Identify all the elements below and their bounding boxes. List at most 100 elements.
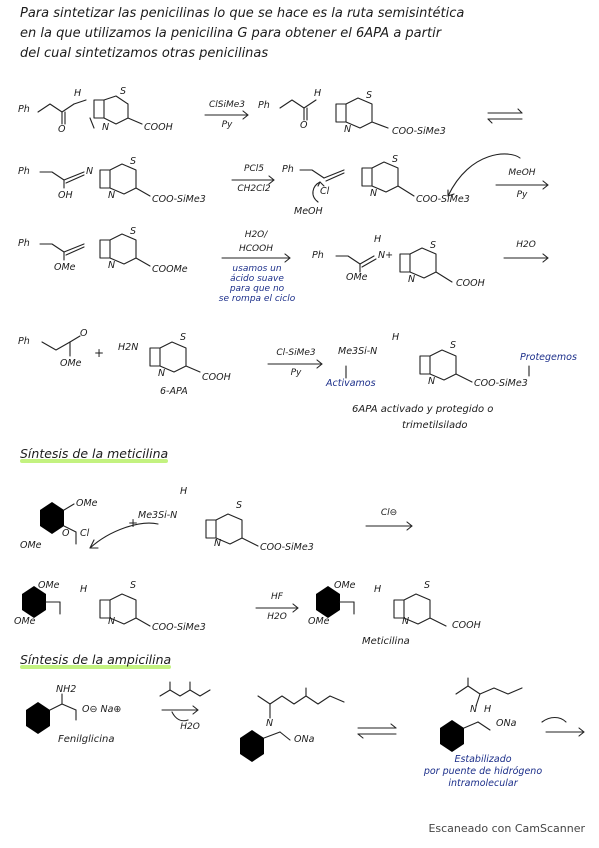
row4-s-right: S <box>450 340 457 351</box>
acetoacetate-reagent-structure <box>159 681 211 697</box>
row4-ester: COO-SiMe3 <box>474 378 528 389</box>
met-prod-s: S <box>130 580 137 591</box>
row1-h-right: H <box>314 88 322 99</box>
row2-reagent2-top: MeOH <box>508 168 536 178</box>
row4-h: H <box>392 332 400 343</box>
protected-meticilina-structure <box>22 586 151 627</box>
row3-n-plus: N+ <box>378 250 394 261</box>
reaction-arrow-5 <box>503 253 549 263</box>
met-prod-h: H <box>80 584 88 595</box>
reaction-arrow-6 <box>267 359 323 369</box>
silyl-apa-met-structure <box>205 513 259 547</box>
row4-n: N <box>158 368 166 379</box>
row3-ph-left: Ph <box>18 238 30 249</box>
row4-ph: Ph <box>18 336 30 347</box>
row4-plus: + <box>94 346 105 360</box>
met-reagent2-top: HF <box>271 592 283 602</box>
row4-o: O <box>80 328 88 339</box>
met-ome-top: OMe <box>76 498 98 509</box>
ampicilina-heading-text: Síntesis de la ampicilina <box>20 652 172 667</box>
amp-name: Fenilglicina <box>58 734 115 745</box>
penicillin-g-structure <box>37 95 143 129</box>
row3-ph-mid: Ph <box>312 250 324 261</box>
met-reagent: Cl⊖ <box>380 508 398 518</box>
meticilina-structure <box>316 586 447 627</box>
amp-note-line-2: por puente de hidrógeno <box>423 766 543 777</box>
row3-s-mid: S <box>430 240 437 251</box>
met-prod-ome-top: OMe <box>38 580 60 591</box>
row4-reagent-bottom: Py <box>290 368 302 378</box>
row4-h2n: H2N <box>118 342 139 353</box>
amp-h2o: H2O <box>180 722 200 732</box>
met-final-ome-top: OMe <box>334 580 356 591</box>
row3-note-line-4: se rompa el ciclo <box>218 294 296 304</box>
row2-n-left: N <box>108 190 116 201</box>
row3-n-mid2: N <box>408 274 416 285</box>
row3-ome: OMe <box>54 262 76 273</box>
met-name: Meticilina <box>362 636 410 647</box>
row3-reagent-top: H2O/ <box>244 230 268 240</box>
imino-ether-structure <box>39 233 151 267</box>
row4-s: S <box>180 332 187 343</box>
scanner-footer: Escaneado con CamScanner <box>428 822 585 835</box>
row3-cooh-mid: COOH <box>456 278 485 289</box>
met-s: S <box>236 500 243 511</box>
row2-na: N <box>86 166 94 177</box>
row2-reagent-bottom: CH2Cl2 <box>237 184 271 194</box>
met-prod-ome-bottom: OMe <box>14 616 36 627</box>
row2-cl: Cl <box>320 186 330 197</box>
row1-reagent-top: ClSiMe3 <box>208 100 246 110</box>
row4-apa-label: 6-APA <box>160 386 188 397</box>
row1-reagent-bottom: Py <box>221 120 233 130</box>
row3-note-line-3: para que no <box>229 284 285 294</box>
amp-note-line-3: intramolecular <box>448 778 518 789</box>
amp-final-n: N <box>470 704 478 715</box>
row3-n-left: N <box>108 260 116 271</box>
intro-line-2: en la que utilizamos la penicilina G par… <box>20 26 442 41</box>
stabilized-enamine-structure <box>440 677 567 752</box>
row1-n-right: N <box>344 124 352 135</box>
silylated-penicillin-structure <box>279 97 389 129</box>
met-plus: + <box>128 516 139 530</box>
row2-meoh-attack: MeOH <box>294 206 323 217</box>
intro-line-1: Para sintetizar las penicilinas lo que s… <box>20 6 465 21</box>
row2-s-mid: S <box>392 154 399 165</box>
row4-me3si: Me3Si-N <box>338 346 378 357</box>
met-final-s: S <box>424 580 431 591</box>
row1-ph-right: Ph <box>258 100 270 111</box>
row2-ph-left: Ph <box>18 166 30 177</box>
amp-intermediate-n: N <box>266 718 274 729</box>
met-ome-bottom: OMe <box>20 540 42 551</box>
reaction-arrow-7 <box>365 521 413 531</box>
met-final-cooh: COOH <box>452 620 481 631</box>
row4-caption-1: 6APA activado y protegido o <box>352 404 494 415</box>
row3-reagent-bottom: HCOOH <box>239 244 273 254</box>
row1-ph-left: Ph <box>18 104 30 115</box>
met-cl: Cl <box>80 528 90 539</box>
row4-n-right: N <box>428 376 436 387</box>
row2-ester-left: COO-SiMe3 <box>152 194 206 205</box>
row2-n-mid: N <box>370 188 378 199</box>
met-ester: COO-SiMe3 <box>260 542 314 553</box>
fenilglicina-structure <box>26 693 77 734</box>
row2-ester-mid: COO-SiMe3 <box>416 194 470 205</box>
met-final-n: N <box>402 616 410 627</box>
row1-s-right: S <box>366 90 373 101</box>
row1-o-right: O <box>300 120 308 131</box>
met-prod-n: N <box>108 616 116 627</box>
dimethoxybenzoyl-chloride-structure <box>40 502 159 549</box>
row3-note-line-2: ácido suave <box>230 274 284 284</box>
row4-cooh: COOH <box>202 372 231 383</box>
row2-oh: OH <box>58 190 73 201</box>
row2-reagent-top: PCl5 <box>244 164 264 174</box>
met-final-ome-bottom: OMe <box>308 616 330 627</box>
met-o: O <box>62 528 70 539</box>
equilibrium-arrow-2 <box>357 723 397 739</box>
6-apa-structure <box>149 341 201 373</box>
reaction-arrow-4 <box>221 253 291 263</box>
row4-protegemos: Protegemos <box>520 352 577 363</box>
row2-s-left: S <box>130 156 137 167</box>
reaction-arrow-3 <box>495 180 549 190</box>
amp-final-h: H <box>484 704 492 715</box>
met-h: H <box>180 486 188 497</box>
